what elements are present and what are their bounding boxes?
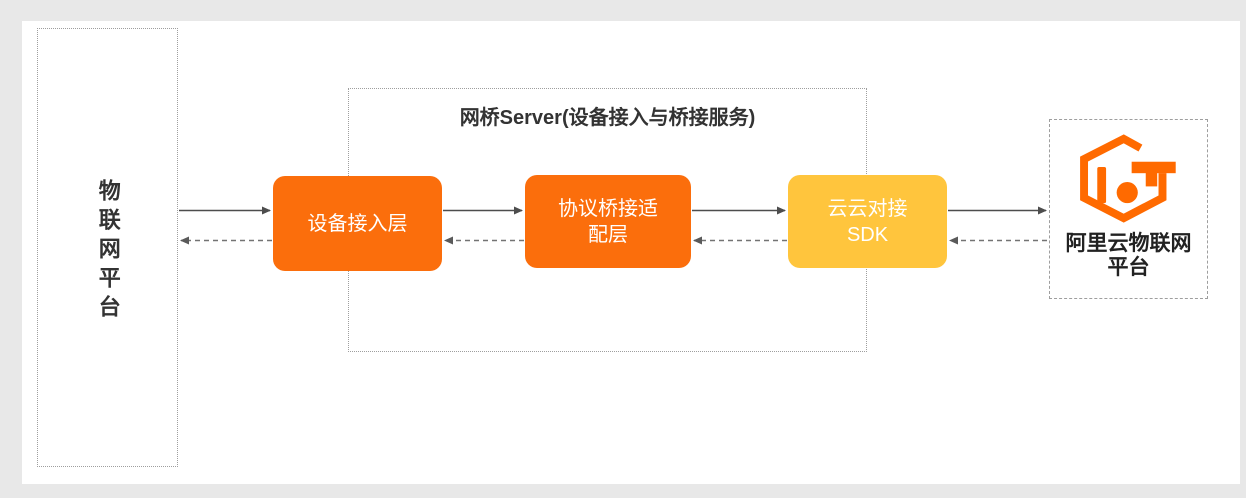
node-device-access-layer: 设备接入层 bbox=[273, 176, 442, 271]
aliyun-label-line2: 平台 bbox=[1107, 256, 1150, 280]
bridge-server-title: 网桥Server(设备接入与桥接服务) bbox=[459, 107, 756, 129]
iot-platform-label: 物联网平台 bbox=[95, 178, 121, 324]
logo-i-bar bbox=[1096, 167, 1106, 204]
aliyun-label-line1: 阿里云物联网 bbox=[1065, 232, 1192, 255]
node-cloud-sdk-label-line1: 云云对接 bbox=[827, 197, 908, 220]
node-protocol-bridge-adapter-layer: 协议桥接适 配层 bbox=[525, 175, 691, 268]
aliyun-iot-platform-box: 阿里云物联网 平台 bbox=[1049, 119, 1208, 299]
node-cloud-cloud-sdk: 云云对接 SDK bbox=[788, 175, 947, 268]
logo-o-dot bbox=[1116, 182, 1138, 204]
logo-t-bar bbox=[1131, 161, 1176, 174]
aliyun-iot-logo-icon bbox=[1079, 134, 1176, 223]
node-protocol-bridge-label-line2: 配层 bbox=[588, 223, 628, 246]
node-cloud-sdk-label-line2: SDK bbox=[846, 223, 889, 246]
aliyun-iot-logo bbox=[1077, 134, 1181, 230]
aliyun-iot-platform-label: 阿里云物联网 平台 bbox=[1066, 232, 1192, 280]
iot-platform-box: 物联网平台 bbox=[37, 28, 178, 467]
node-protocol-bridge-label-line1: 协议桥接适 bbox=[558, 197, 658, 220]
logo-hexagon bbox=[1079, 134, 1166, 223]
logo-t-stem bbox=[1145, 171, 1157, 187]
node-device-access-label: 设备接入层 bbox=[307, 212, 408, 235]
